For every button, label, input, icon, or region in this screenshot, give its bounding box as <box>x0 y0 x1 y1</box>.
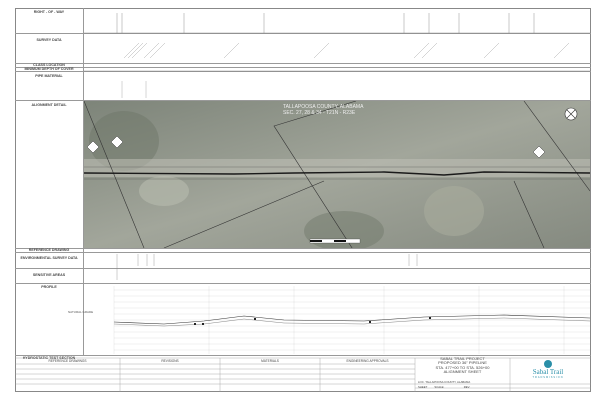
top-strip <box>84 13 590 98</box>
natural-grade-label: NATURAL GRADE <box>68 310 94 314</box>
pipe-material-label: PIPE MATERIAL <box>35 74 63 78</box>
alignment-detail-label: ALIGNMENT DETAIL <box>31 103 67 107</box>
scale-bar <box>309 238 361 244</box>
survey-data-label: SURVEY DATA <box>36 38 62 42</box>
aerial-map <box>84 101 590 248</box>
pipeline-centerline <box>84 171 590 176</box>
scale-label: SCALE: <box>434 385 445 389</box>
divider <box>15 100 591 101</box>
station-marker <box>532 145 546 159</box>
divider <box>15 33 591 34</box>
pipeline-title: PROPOSED 36" PIPELINE <box>438 360 487 366</box>
station-marker <box>86 140 100 154</box>
title-block: SABAL TRAIL PROJECT PROPOSED 36" PIPELIN… <box>415 356 510 374</box>
location-label: LOC. <box>418 380 425 384</box>
title-block-grid <box>15 357 591 392</box>
divider <box>15 71 591 72</box>
logo-icon <box>544 360 552 368</box>
divider <box>15 268 591 269</box>
pipe-profile-line <box>113 317 590 327</box>
divider <box>15 252 591 253</box>
sabal-trail-logo: Sabal Trail TRANSMISSION <box>518 360 578 379</box>
divider <box>15 248 591 249</box>
parcel-lines <box>84 101 590 248</box>
right-of-way-label: RIGHT - OF - WAY <box>33 10 65 14</box>
legend-divider <box>83 8 84 355</box>
min-cover-label: MINIMUM DEPTH OF COVER <box>24 67 74 71</box>
station-marker <box>110 135 124 149</box>
reference-drawings-header: REFERENCE DRAWINGS <box>48 359 87 363</box>
section-label: SEC. 27, 28 & 34 - T21N - R23E <box>283 110 356 116</box>
rev-label: REV. <box>463 385 470 389</box>
profile-label: PROFILE <box>41 285 57 289</box>
station-range: STA. 477+00 TO STA. 526+00 <box>435 364 490 370</box>
sheet-type: ALIGNMENT SHEET <box>443 368 482 374</box>
engineering-approvals-header: ENGINEERING APPROVALS <box>346 359 389 363</box>
location-value: TALLAPOOSA COUNTY, ALABAMA <box>425 380 471 384</box>
divider <box>15 283 591 284</box>
profile-chart <box>113 286 590 354</box>
sensitive-areas-label: SENSITIVE AREAS <box>32 273 66 277</box>
divider <box>15 355 591 356</box>
reference-drawing-label: REFERENCE DRAWING <box>28 248 70 252</box>
class-location-label: CLASS LOCATION <box>33 63 65 67</box>
divider <box>15 67 591 68</box>
county-label: TALLAPOOSA COUNTY, ALABAMA <box>283 104 364 110</box>
drawing-frame <box>15 8 591 392</box>
revisions-header: REVISIONS <box>161 359 179 363</box>
project-title: SABAL TRAIL PROJECT <box>440 356 485 361</box>
sheet-label: SHEET <box>418 385 428 389</box>
env-strip <box>116 254 418 280</box>
divider <box>15 63 591 64</box>
env-survey-label: ENVIRONMENTAL SURVEY DATA <box>20 256 78 260</box>
materials-header: MATERIALS <box>261 359 279 363</box>
logo-sub: TRANSMISSION <box>532 376 564 379</box>
natural-grade-line <box>113 314 590 325</box>
logo-name: Sabal Trail <box>532 368 564 376</box>
